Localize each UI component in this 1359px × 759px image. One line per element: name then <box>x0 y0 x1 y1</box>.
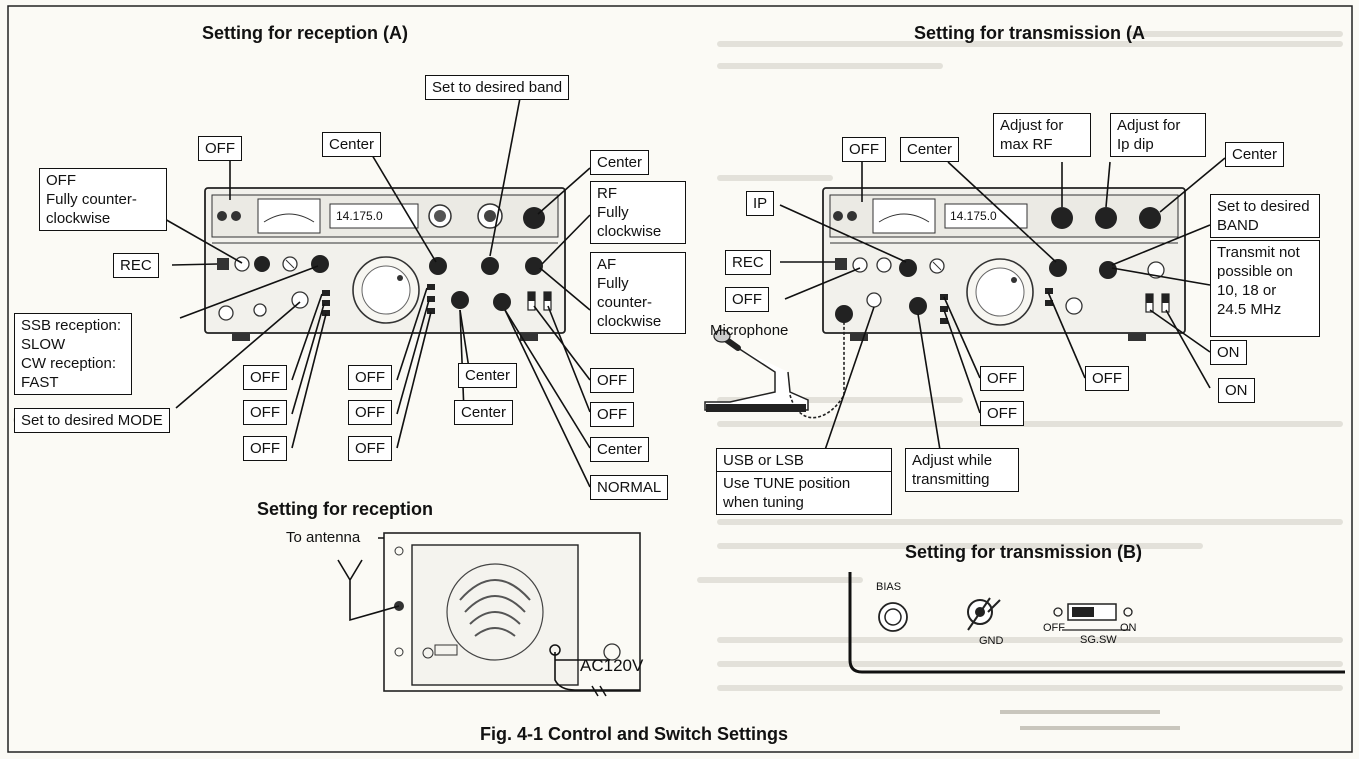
label-gnd: GND <box>979 635 1004 647</box>
label-bias: BIAS <box>876 581 902 593</box>
label-ac120v: AC120V <box>580 656 644 675</box>
label-off-right-1: OFF <box>590 368 634 393</box>
title-reception-a: Setting for reception (A) <box>202 23 408 43</box>
radio-left <box>204 187 566 341</box>
label-tx-off-c: OFF <box>1085 366 1129 391</box>
frequency-display-right: 14.175.0 <box>950 209 997 223</box>
label-tx-off-b: OFF <box>980 401 1024 426</box>
label-sw-off: OFF <box>1043 622 1065 634</box>
label-center-right: Center <box>590 150 650 175</box>
label-rec: REC <box>113 253 159 278</box>
transmission-b-drawing <box>848 572 1345 730</box>
label-to-antenna: To antenna <box>286 529 361 546</box>
label-on-a: ON <box>1210 340 1247 365</box>
label-center-mid-2: Center <box>454 400 514 425</box>
reception-b-drawing <box>337 532 641 697</box>
label-center-mid-1: Center <box>458 363 518 388</box>
label-on-b: ON <box>1218 378 1255 403</box>
label-off-col1-2: OFF <box>243 400 287 425</box>
label-off-col1-3: OFF <box>243 436 287 461</box>
radio-right <box>822 187 1186 341</box>
label-usb-lsb: USB or LSB <box>716 448 892 473</box>
label-tx-off-left: OFF <box>725 287 769 312</box>
label-tx-center-1: Center <box>900 137 960 162</box>
label-ip: IP <box>746 191 775 216</box>
label-tx-off-top: OFF <box>842 137 886 162</box>
label-set-band: Set to desired band <box>425 75 570 100</box>
label-normal: NORMAL <box>590 475 669 500</box>
label-off-col2-1: OFF <box>348 365 392 390</box>
label-off-col2-3: OFF <box>348 436 392 461</box>
label-tx-rec: REC <box>725 250 771 275</box>
frequency-display-left: 14.175.0 <box>336 209 383 223</box>
label-microphone: Microphone <box>710 322 789 339</box>
label-tx-off-a: OFF <box>980 366 1024 391</box>
label-tx-center-2: Center <box>1225 142 1285 167</box>
microphone-drawing <box>704 320 845 419</box>
label-off-top: OFF <box>198 136 242 161</box>
label-center-top: Center <box>322 132 382 157</box>
label-off-right-2: OFF <box>590 402 634 427</box>
title-transmission-b: Setting for transmission (B) <box>905 542 1143 562</box>
label-sg-sw: SG.SW <box>1080 634 1117 646</box>
label-center-low: Center <box>590 437 650 462</box>
label-off-col1-1: OFF <box>243 365 287 390</box>
title-transmission-a: Setting for transmission (A <box>914 23 1146 43</box>
label-set-mode: Set to desired MODE <box>14 408 170 433</box>
title-reception-b: Setting for reception <box>257 499 434 519</box>
label-off-col2-2: OFF <box>348 400 392 425</box>
figure-caption: Fig. 4-1 Control and Switch Settings <box>480 724 789 744</box>
label-sw-on: ON <box>1120 622 1137 634</box>
